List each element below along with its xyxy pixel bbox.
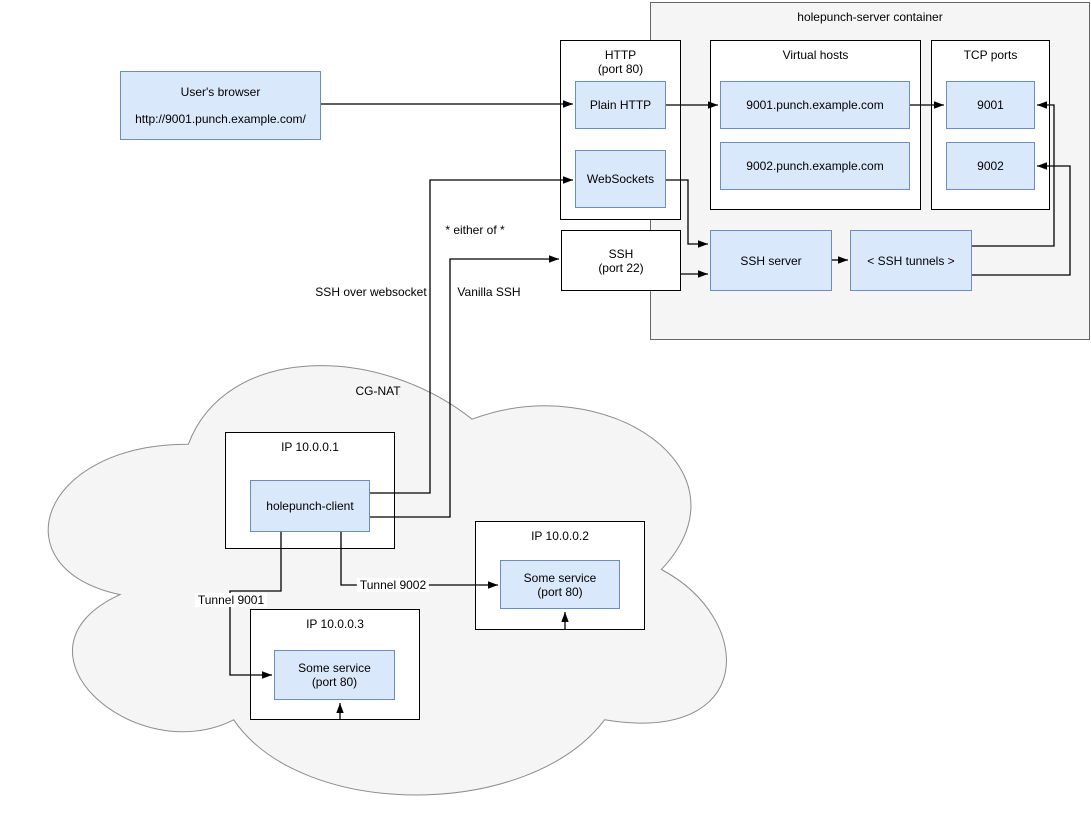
cg-nat-label: CG-NAT xyxy=(355,384,401,398)
users-browser-url: http://9001.punch.example.com/ xyxy=(135,112,306,126)
ip2-title: IP 10.0.0.2 xyxy=(531,529,589,543)
port-9002-node: 9002 xyxy=(946,142,1035,190)
service2-node: Some service (port 80) xyxy=(500,560,620,609)
http-group-subtitle: (port 80) xyxy=(597,62,644,76)
users-browser-title: User's browser xyxy=(180,85,261,99)
holepunch-client-node: holepunch-client xyxy=(250,480,370,532)
vhost-9002-node: 9002.punch.example.com xyxy=(720,142,910,190)
either-of-label: * either of * xyxy=(445,223,505,237)
service3-node: Some service (port 80) xyxy=(274,650,395,700)
holepunch-client-label: holepunch-client xyxy=(266,499,354,513)
ssh-server-label: SSH server xyxy=(740,253,802,268)
ssh-server-node: SSH server xyxy=(710,230,832,291)
service3-title: Some service xyxy=(298,661,371,675)
websockets-node: WebSockets xyxy=(575,150,666,208)
service2-subtitle: (port 80) xyxy=(537,584,583,599)
tunnel-9001-label: Tunnel 9001 xyxy=(194,593,268,607)
service2-title: Some service xyxy=(523,570,597,585)
vhost-9002-label: 9002.punch.example.com xyxy=(746,159,884,173)
service3-subtitle: (port 80) xyxy=(311,675,358,689)
tcp-ports-title: TCP ports xyxy=(963,48,1018,62)
port-9001-label: 9001 xyxy=(977,98,1004,112)
tunnel-9002-label: Tunnel 9002 xyxy=(356,578,430,592)
vanilla-ssh-label: Vanilla SSH xyxy=(457,285,521,299)
users-browser-node: User's browser http://9001.punch.example… xyxy=(120,71,321,140)
port-9002-label: 9002 xyxy=(977,159,1004,173)
ip3-title: IP 10.0.0.3 xyxy=(306,617,364,631)
ssh-group-frame: SSH (port 22) xyxy=(561,230,681,291)
ssh-over-websocket-label: SSH over websocket xyxy=(315,285,427,299)
port-9001-node: 9001 xyxy=(946,81,1035,129)
websockets-label: WebSockets xyxy=(586,172,655,186)
virtual-hosts-title: Virtual hosts xyxy=(782,48,849,62)
ssh-group-title: SSH xyxy=(608,246,634,261)
ip1-title: IP 10.0.0.1 xyxy=(281,440,339,454)
plain-http-label: Plain HTTP xyxy=(589,98,652,112)
container-title: holepunch-server container xyxy=(797,10,943,24)
ssh-group-subtitle: (port 22) xyxy=(598,260,644,275)
ssh-tunnels-node: < SSH tunnels > xyxy=(850,230,972,291)
http-group-title: HTTP xyxy=(604,48,637,62)
vhost-9001-label: 9001.punch.example.com xyxy=(746,98,884,112)
plain-http-node: Plain HTTP xyxy=(575,81,666,129)
vhost-9001-node: 9001.punch.example.com xyxy=(720,81,910,129)
ssh-tunnels-label: < SSH tunnels > xyxy=(867,253,955,268)
